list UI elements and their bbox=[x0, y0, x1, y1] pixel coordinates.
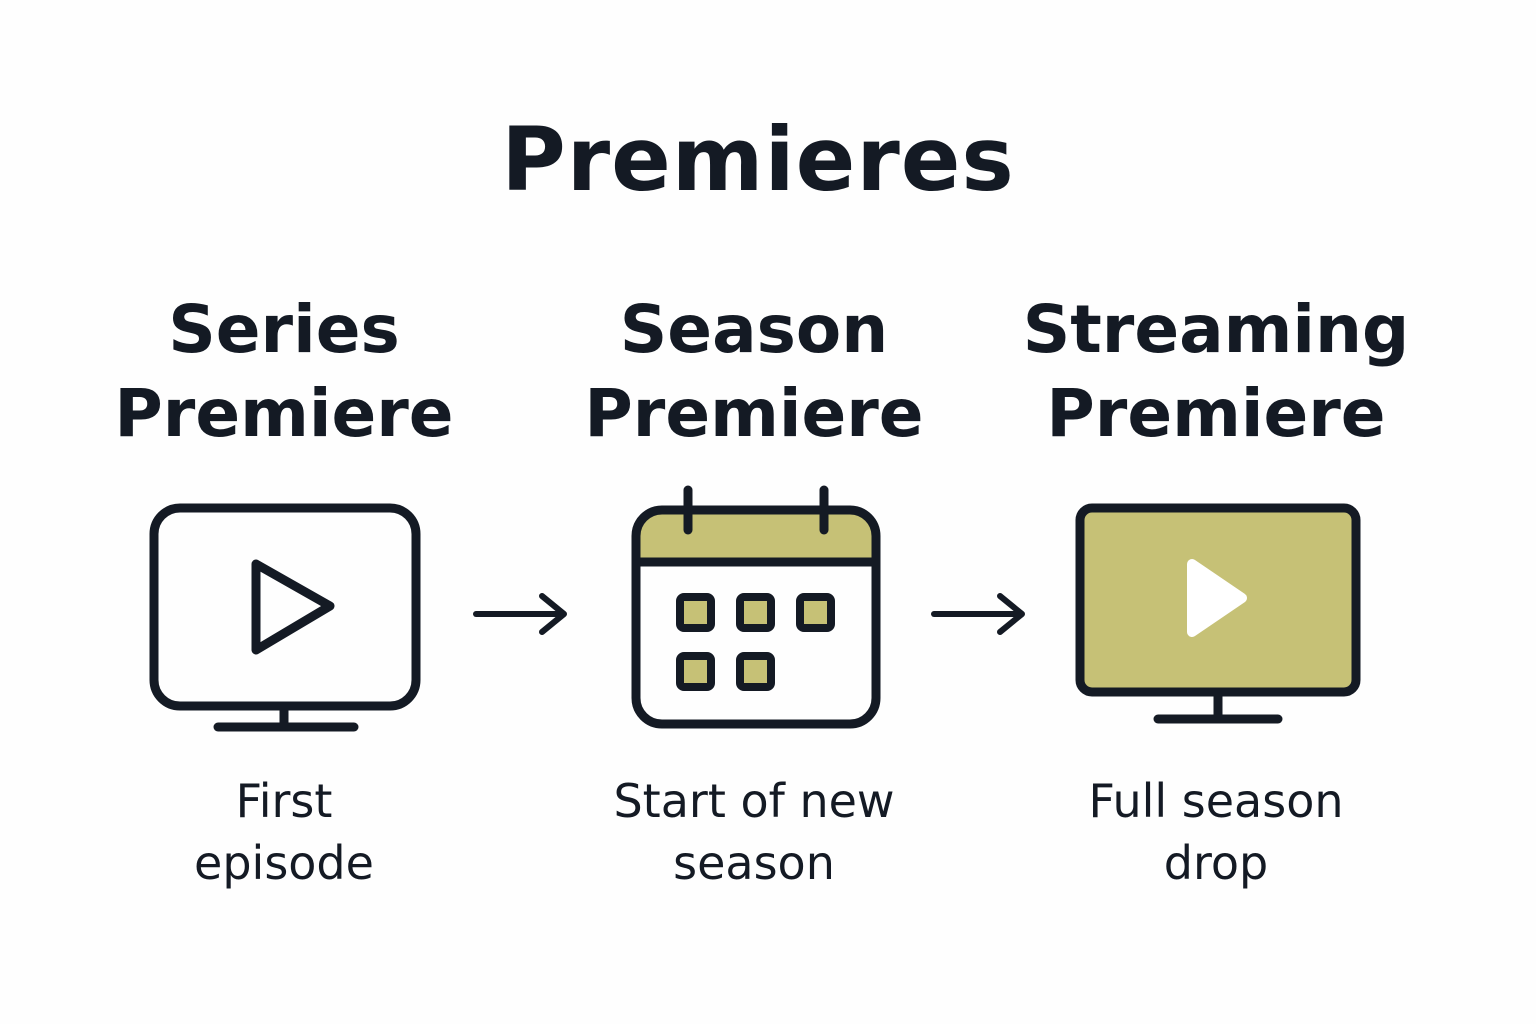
step-description: First episode bbox=[64, 770, 504, 894]
step-desc-line2: season bbox=[673, 836, 835, 890]
tv-play-filled-icon bbox=[1075, 503, 1361, 724]
arrow-right-icon bbox=[931, 593, 1025, 635]
step-title-line1: Season bbox=[619, 291, 889, 368]
page-title: Premieres bbox=[501, 108, 1015, 211]
step-desc-line2: episode bbox=[194, 836, 374, 890]
step-title-line1: Streaming bbox=[1022, 291, 1410, 368]
step-season-premiere: Season Premiere Start of new season bbox=[534, 0, 974, 1024]
step-title-line2: Premiere bbox=[114, 375, 454, 452]
tv-play-outline-icon bbox=[149, 503, 421, 732]
step-title: Streaming Premiere bbox=[996, 288, 1436, 456]
step-description: Full season drop bbox=[996, 770, 1436, 894]
step-title: Series Premiere bbox=[64, 288, 504, 456]
step-desc-line1: First bbox=[235, 774, 333, 828]
step-title-line1: Series bbox=[168, 291, 400, 368]
step-description: Start of new season bbox=[534, 770, 974, 894]
step-desc-line1: Full season bbox=[1088, 774, 1344, 828]
arrow-right-icon bbox=[473, 593, 567, 635]
step-desc-line1: Start of new bbox=[613, 774, 895, 828]
step-title-line2: Premiere bbox=[584, 375, 924, 452]
step-series-premiere: Series Premiere First episode bbox=[64, 0, 504, 1024]
calendar-icon bbox=[631, 485, 881, 729]
step-title: Season Premiere bbox=[534, 288, 974, 456]
step-desc-line2: drop bbox=[1163, 836, 1269, 890]
step-title-line2: Premiere bbox=[1046, 375, 1386, 452]
step-streaming-premiere: Streaming Premiere Full season drop bbox=[996, 0, 1436, 1024]
